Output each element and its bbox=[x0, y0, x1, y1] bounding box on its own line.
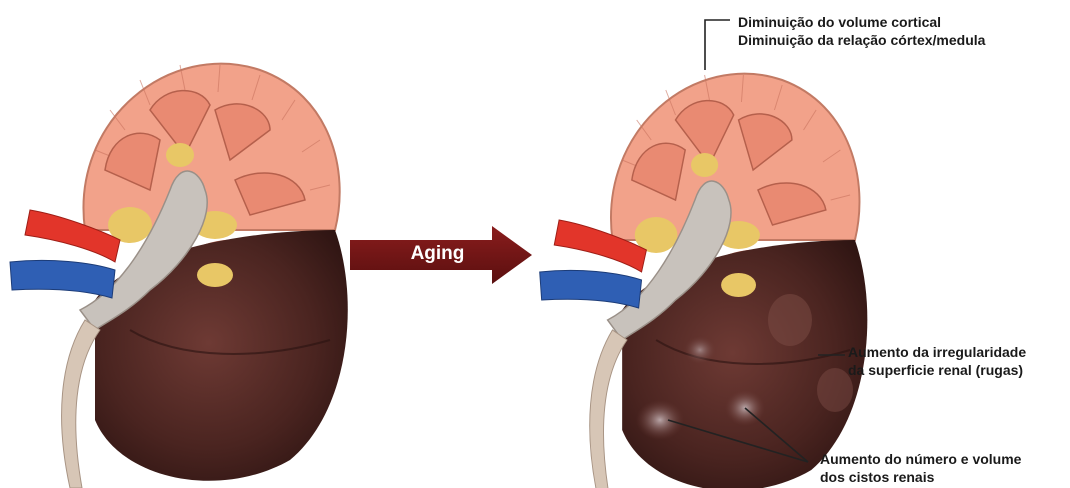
annotation-cysts: Aumento do número e volume dos cistos re… bbox=[820, 450, 1021, 486]
annotation-surface-line1: Aumento da irregularidade bbox=[848, 343, 1026, 361]
annotation-cortical-line2: Diminuição da relação córtex/medula bbox=[738, 31, 985, 49]
annotation-cysts-line2: dos cistos renais bbox=[820, 468, 1021, 486]
annotation-cysts-line1: Aumento do número e volume bbox=[820, 450, 1021, 468]
cyst-left bbox=[636, 400, 684, 440]
annotation-surface: Aumento da irregularidade da superficie … bbox=[848, 343, 1026, 379]
annotation-cortical: Diminuição do volume cortical Diminuição… bbox=[738, 13, 985, 49]
aging-label: Aging bbox=[395, 240, 480, 268]
aged-kidney bbox=[540, 74, 868, 488]
normal-kidney bbox=[10, 64, 348, 488]
annotation-surface-line2: da superficie renal (rugas) bbox=[848, 361, 1026, 379]
annotation-cortical-line1: Diminuição do volume cortical bbox=[738, 13, 985, 31]
